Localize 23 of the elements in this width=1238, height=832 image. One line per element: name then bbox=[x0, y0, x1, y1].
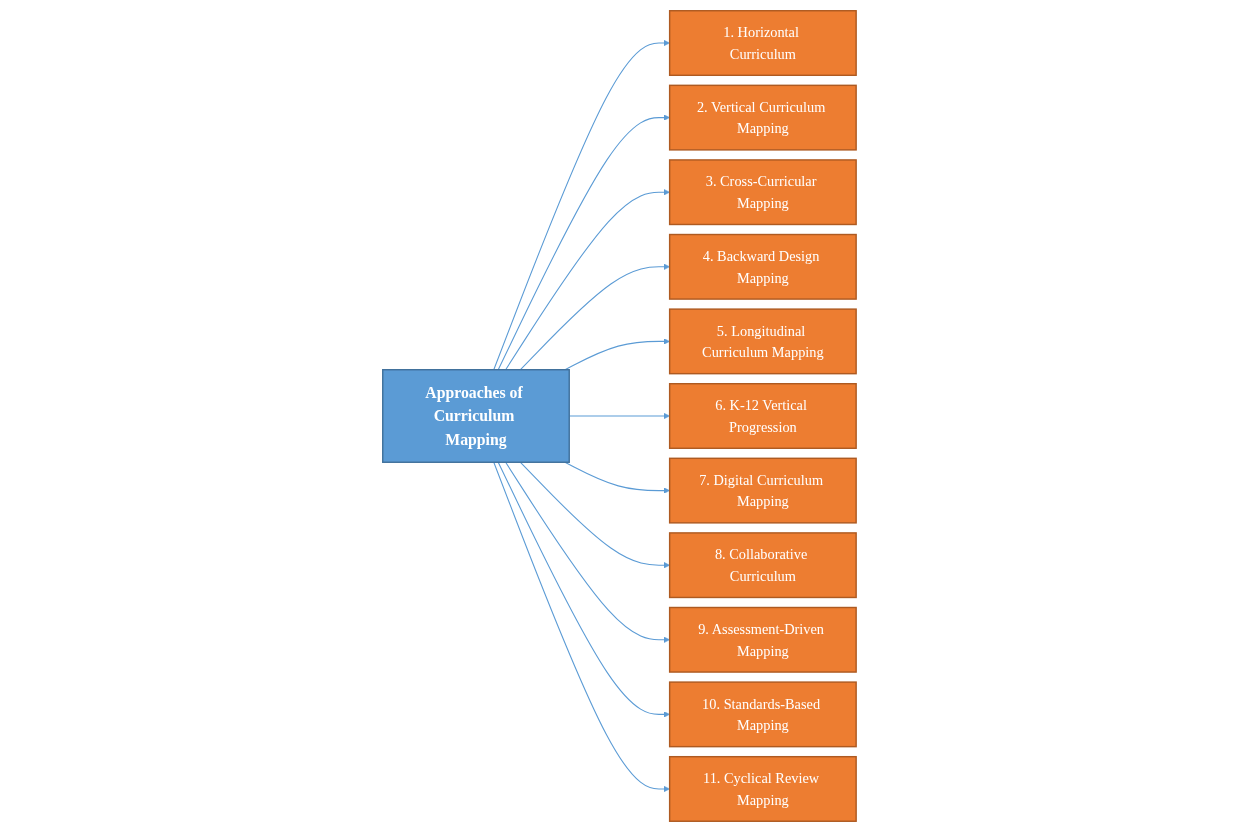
arrow bbox=[519, 461, 670, 569]
node-box: 8. Collaborative Curriculum bbox=[668, 532, 857, 599]
node-box: Approaches of Curriculum Mapping bbox=[381, 369, 570, 463]
arrow bbox=[497, 461, 670, 718]
node-box: 5. Longitudinal Curriculum Mapping bbox=[668, 308, 857, 375]
node-box: 6. K-12 Vertical Progression bbox=[668, 383, 857, 449]
node-box: 3. Cross-Curricular Mapping bbox=[668, 159, 857, 226]
arrow bbox=[504, 189, 670, 371]
node-box: 10. Standards-Based Mapping bbox=[668, 681, 857, 748]
arrow bbox=[564, 338, 670, 371]
arrow bbox=[492, 461, 670, 793]
arrow bbox=[564, 461, 670, 494]
node-box: 1. Horizontal Curriculum bbox=[668, 10, 857, 76]
arrow bbox=[519, 263, 670, 371]
arrow bbox=[497, 114, 670, 371]
arrow bbox=[568, 412, 670, 420]
node-box: 9. Assessment-Driven Mapping bbox=[668, 606, 857, 673]
arrow bbox=[492, 39, 670, 371]
node-box: 11. Cyclical Review Mapping bbox=[668, 755, 857, 822]
node-box: 2. Vertical Curriculum Mapping bbox=[668, 84, 857, 151]
node-box: 7. Digital Curriculum Mapping bbox=[668, 457, 857, 524]
node-box: 4. Backward Design Mapping bbox=[668, 233, 857, 300]
arrow bbox=[504, 461, 670, 643]
